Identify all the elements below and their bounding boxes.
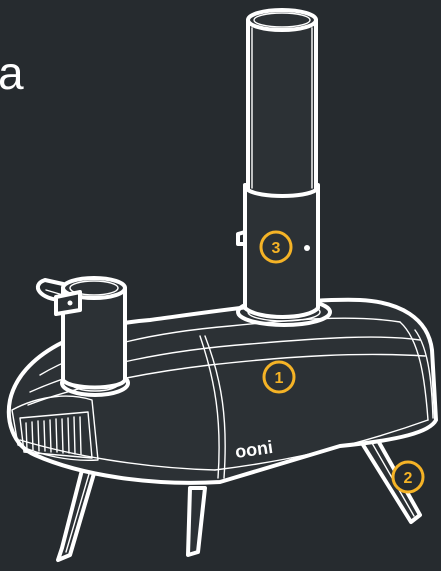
callout-number: 3 [272, 240, 281, 257]
front-right-leg [188, 488, 205, 555]
chimney [238, 10, 330, 325]
callout-number: 1 [275, 370, 284, 387]
callout-marker-2: 2 [393, 462, 423, 492]
callout-number: 2 [404, 470, 413, 487]
front-left-leg [58, 470, 95, 560]
